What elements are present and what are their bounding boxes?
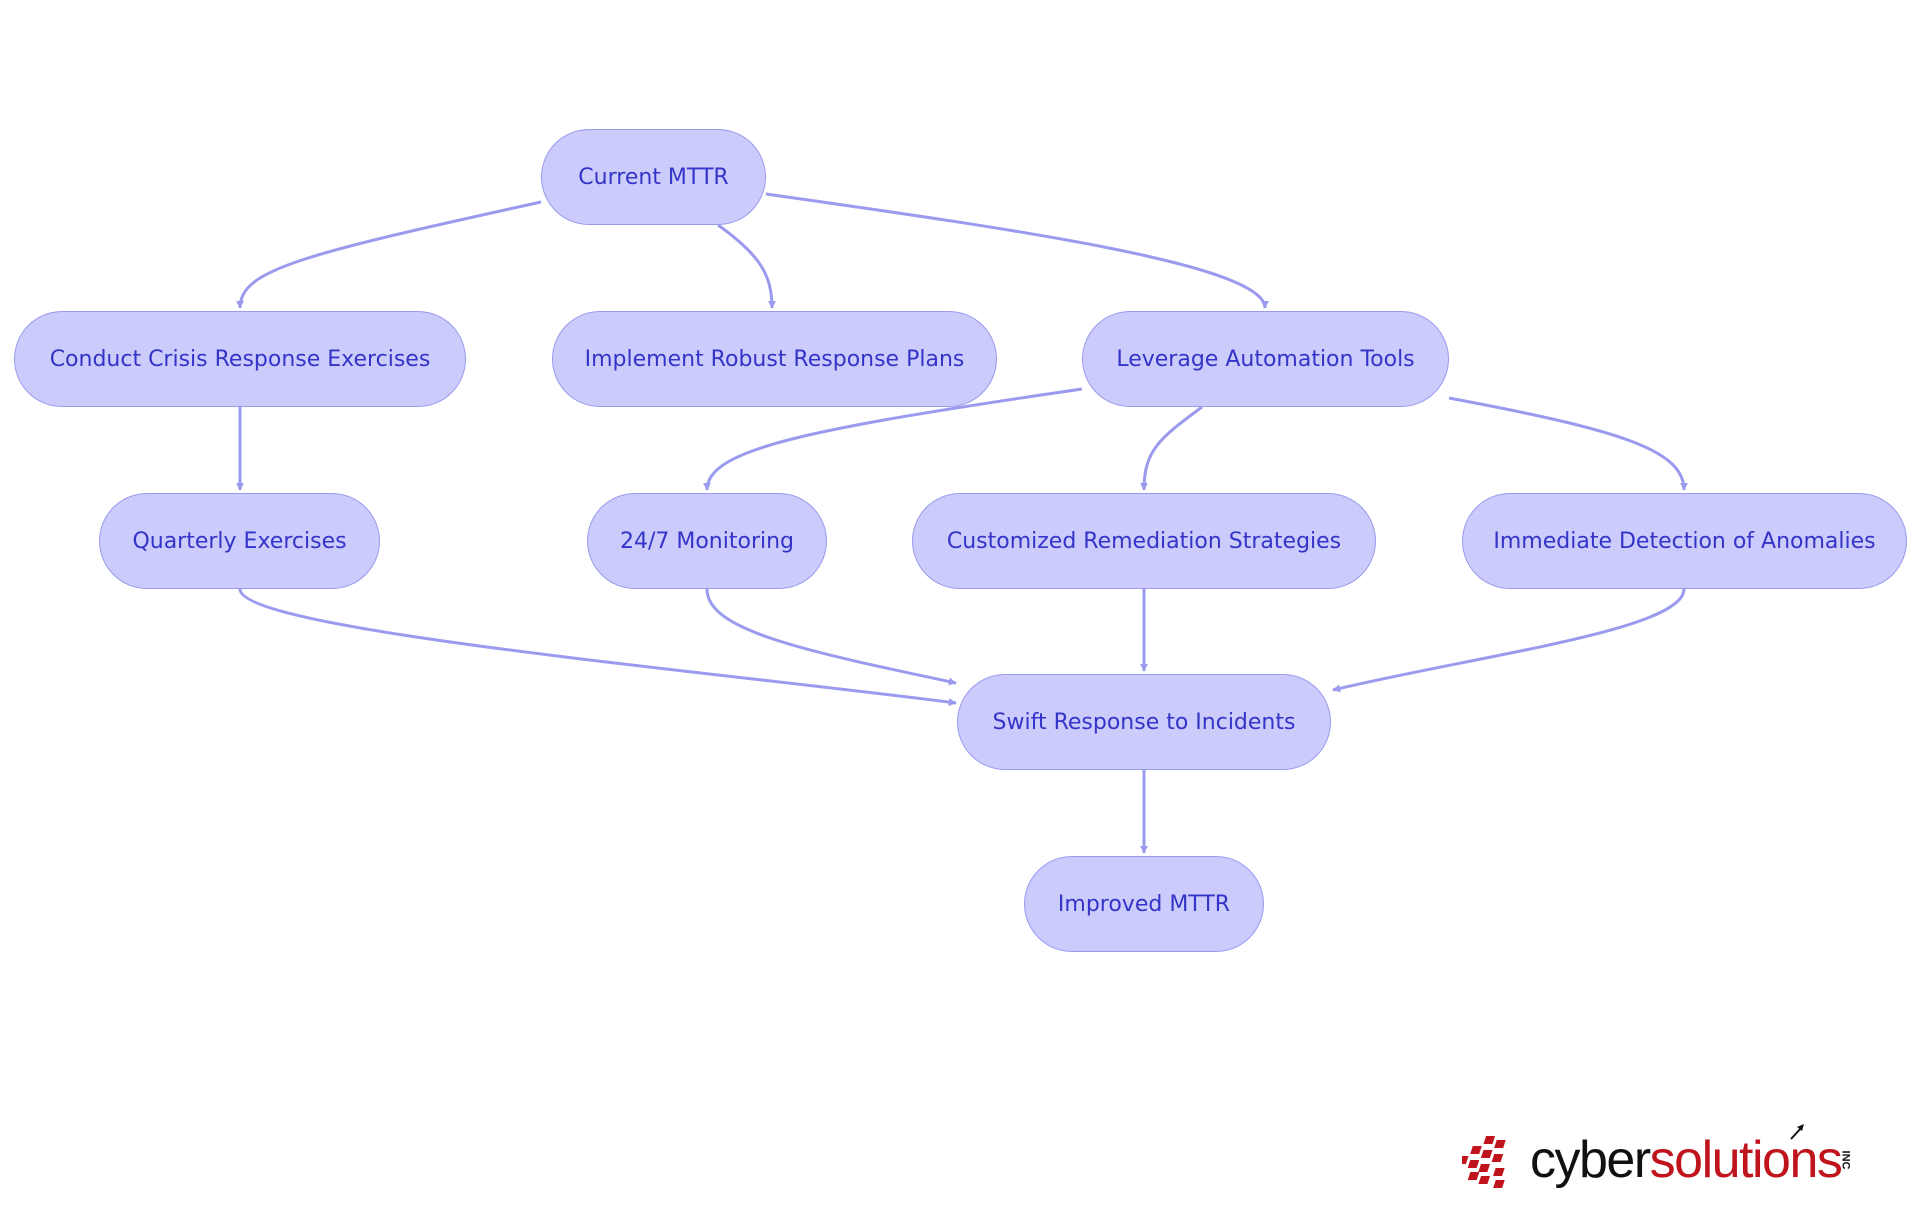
logo-inc: INC: [1839, 1150, 1852, 1170]
node-label: Customized Remediation Strategies: [946, 528, 1342, 554]
node-24-7-monitoring: 24/7 Monitoring: [587, 493, 827, 589]
logo-arrow-icon: [1790, 1124, 1804, 1140]
node-swift-response-to-incidents: Swift Response to Incidents: [957, 674, 1331, 770]
cybersolutions-logo: cybersolutions INC: [1462, 1122, 1862, 1192]
edge-automation-detection: [1448, 396, 1688, 491]
node-label: Leverage Automation Tools: [1116, 346, 1415, 372]
edge-current-automation: [765, 192, 1269, 309]
logo-cyber: cyber: [1530, 1131, 1651, 1189]
logo-mark-icon: [1462, 1136, 1506, 1188]
node-improved-mttr: Improved MTTR: [1024, 856, 1264, 952]
node-immediate-detection-of-anomalies: Immediate Detection of Anomalies: [1462, 493, 1907, 589]
node-leverage-automation-tools: Leverage Automation Tools: [1082, 311, 1449, 407]
logo-wordmark: cybersolutions: [1530, 1131, 1843, 1189]
node-label: Implement Robust Response Plans: [584, 346, 965, 372]
node-conduct-crisis-response-exercises: Conduct Crisis Response Exercises: [14, 311, 466, 407]
node-label: Swift Response to Incidents: [992, 709, 1296, 735]
node-label: Immediate Detection of Anomalies: [1493, 528, 1876, 554]
edge-automation-monitoring: [703, 387, 1083, 491]
node-label: 24/7 Monitoring: [619, 528, 795, 554]
edge-current-crisis: [236, 200, 542, 309]
node-label: Conduct Crisis Response Exercises: [49, 346, 431, 372]
node-customized-remediation-strategies: Customized Remediation Strategies: [912, 493, 1376, 589]
node-label: Quarterly Exercises: [132, 528, 347, 554]
node-implement-robust-response-plans: Implement Robust Response Plans: [552, 311, 997, 407]
edge-current-plans: [717, 223, 776, 309]
node-label: Improved MTTR: [1057, 891, 1231, 917]
edge-monitoring-swift: [705, 588, 957, 686]
node-label: Current MTTR: [578, 164, 729, 190]
node-current-mttr: Current MTTR: [541, 129, 766, 225]
edge-automation-remediation: [1140, 405, 1203, 491]
edge-quarterly-swift: [238, 588, 957, 707]
node-quarterly-exercises: Quarterly Exercises: [99, 493, 380, 589]
edge-detection-swift: [1332, 588, 1686, 693]
logo-solutions: solutions: [1649, 1131, 1843, 1189]
